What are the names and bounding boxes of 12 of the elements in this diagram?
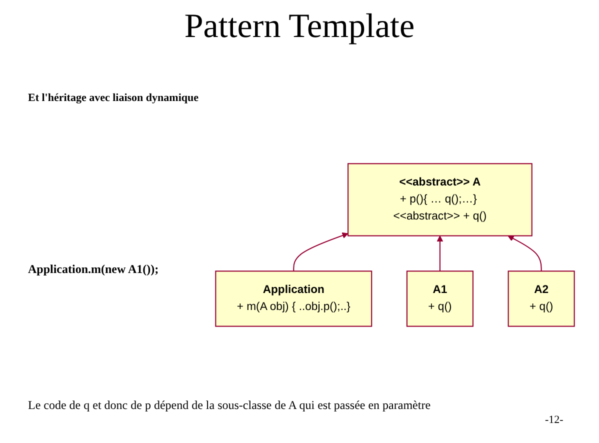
slide-title: Pattern Template: [183, 8, 416, 46]
code-note: Application.m(new A1());: [28, 262, 159, 277]
caption: Le code de q et donc de p dépend de la sous-classe de A qui est passée en paramètre: [28, 398, 432, 413]
node-box: A1 + q(): [406, 270, 474, 327]
node-box: Application + m(A obj) { ..obj.p();..}: [215, 270, 372, 327]
arrow: [293, 232, 348, 272]
subtitle: Et l'héritage avec liaison dynamique: [28, 92, 198, 104]
arrow: [436, 236, 444, 272]
arrow: [508, 236, 542, 272]
node-box: <<abstract>> A + p(){ … q();…} <<abstract>> + q(): [348, 163, 532, 236]
page-number: -12-: [545, 414, 564, 426]
node-box: A2 + q(): [508, 270, 575, 327]
